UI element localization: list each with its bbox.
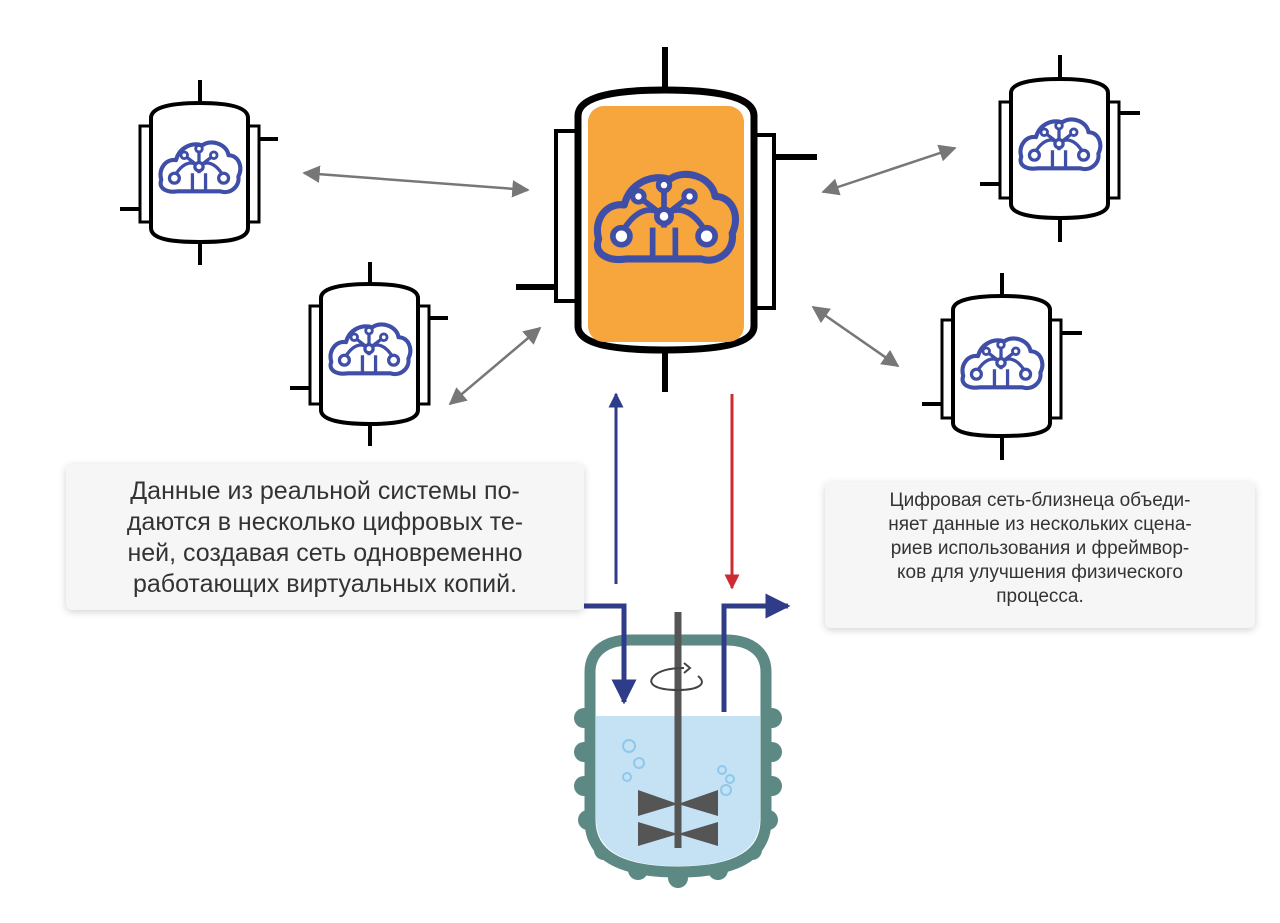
digital-twin-middle-right xyxy=(922,273,1082,460)
link-arrow-top-right xyxy=(821,144,957,196)
central-digital-twin xyxy=(516,47,817,392)
callout-right-text: Цифровая сеть-близнеца объеди- няет данн… xyxy=(888,490,1192,607)
callout-digital-twin-network: Цифровая сеть-близнеца объеди- няет данн… xyxy=(825,482,1255,628)
bioreactor-icon xyxy=(574,593,791,888)
digital-twin-top-right xyxy=(980,55,1140,242)
link-arrow-top-left xyxy=(302,165,530,198)
impeller-icon xyxy=(638,790,718,846)
digital-twin-top-left xyxy=(120,80,278,265)
digital-twin-middle-left xyxy=(290,262,448,446)
link-arrow-middle-right xyxy=(811,305,900,368)
callout-real-system-data: Данные из реальной системы по- даются в … xyxy=(66,464,584,610)
link-arrow-middle-left xyxy=(448,326,542,406)
callout-left-text: Данные из реальной системы по- даются в … xyxy=(126,477,524,598)
